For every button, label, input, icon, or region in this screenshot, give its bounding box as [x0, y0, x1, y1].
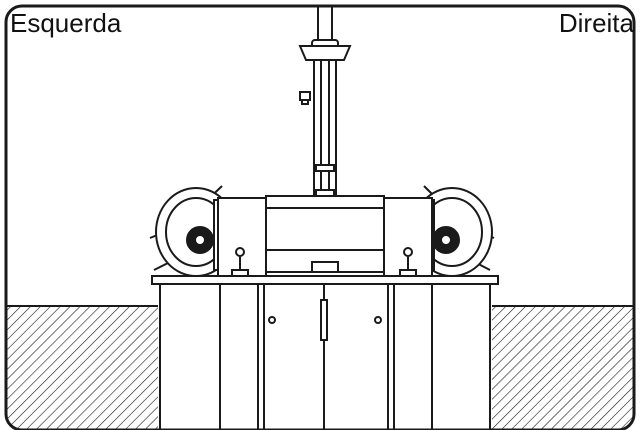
base-plate	[151, 275, 499, 285]
cabinet	[159, 283, 491, 430]
side-box-right	[383, 197, 433, 281]
center-unit	[265, 195, 385, 273]
label-right: Direita	[558, 8, 634, 38]
frame-border	[4, 4, 636, 430]
mast	[298, 6, 352, 201]
ground-left	[6, 305, 158, 430]
ground-right	[492, 305, 634, 430]
side-box-left	[217, 197, 267, 281]
label-left: Esquerda	[10, 8, 122, 38]
